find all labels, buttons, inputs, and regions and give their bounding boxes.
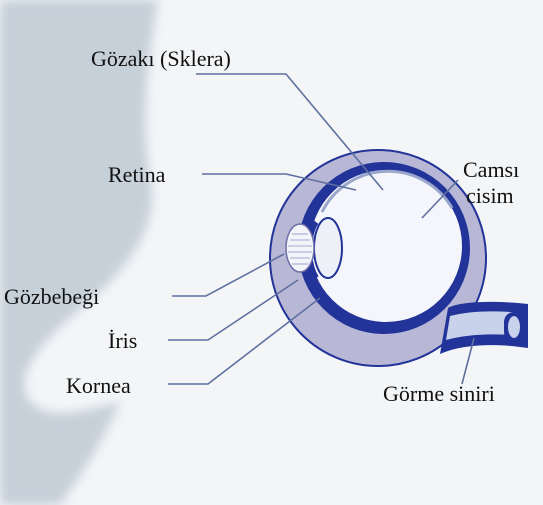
label-vitreous-line1: Camsı — [463, 157, 519, 182]
label-iris: İris — [108, 328, 137, 353]
label-pupil: Gözbebeği — [4, 284, 99, 309]
label-sclera: Gözakı (Sklera) — [91, 46, 231, 71]
lens — [314, 218, 342, 278]
optic-nerve-tip-core — [508, 316, 520, 338]
label-cornea: Kornea — [66, 373, 131, 398]
label-retina: Retina — [108, 162, 166, 187]
label-vitreous-line2: cisim — [466, 183, 514, 208]
cornea-pupil — [286, 224, 314, 272]
label-optic-nerve: Görme siniri — [383, 381, 495, 406]
